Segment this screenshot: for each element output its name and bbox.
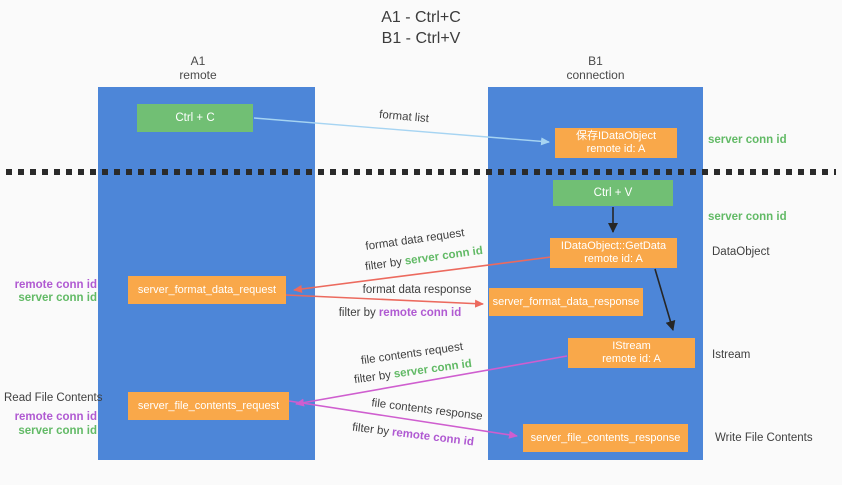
column-a1-subtitle: remote <box>179 68 217 82</box>
save-idataobject-line2: remote id: A <box>586 143 646 155</box>
write-file-contents-label: Write File Contents <box>715 432 813 444</box>
istream-line1: IStream <box>612 340 651 352</box>
server-conn-id-mid-label: server conn id <box>708 211 787 223</box>
ctrl-c-node: Ctrl + C <box>137 104 253 132</box>
save-idataobject-node: 保存IDataObject remote id: A <box>555 128 677 158</box>
server-conn-id-top-label: server conn id <box>708 134 787 146</box>
column-a1-title: A1 <box>190 54 206 68</box>
server-conn-id-left1-label: server conn id <box>18 292 97 304</box>
column-a1-header: A1 remote <box>98 54 298 82</box>
save-idataobject-line1: 保存IDataObject <box>575 130 657 142</box>
title-line-2: B1 - Ctrl+V <box>381 30 461 47</box>
getdata-line2: remote id: A <box>584 253 643 265</box>
server-format-data-request-label: server_format_data_request <box>137 283 277 296</box>
filter-by-text: filter by <box>351 421 390 439</box>
istream-node: IStream remote id: A <box>568 338 695 368</box>
remote-conn-id-text: remote conn id <box>378 307 462 319</box>
server-format-data-request-node: server_format_data_request <box>128 276 286 304</box>
server-file-contents-request-node: server_file_contents_request <box>128 392 289 420</box>
server-file-contents-request-label: server_file_contents_request <box>137 399 280 412</box>
getdata-line1: IDataObject::GetData <box>560 240 667 252</box>
server-format-data-response-node: server_format_data_response <box>489 288 643 316</box>
server-conn-id-text: server conn id <box>393 357 473 381</box>
remote-conn-id-text: remote conn id <box>391 426 475 449</box>
filter-by-text: filter by <box>353 369 392 387</box>
column-b1-header: B1 connection <box>488 54 703 82</box>
format-data-response-label: format data response <box>362 284 472 296</box>
filter-by-text: filter by <box>364 256 403 274</box>
server-conn-id-text: server conn id <box>404 244 484 268</box>
remote-conn-id-left1-label: remote conn id <box>14 279 97 291</box>
file-contents-response-label: file contents response <box>370 397 484 423</box>
read-file-contents-label: Read File Contents <box>4 392 103 404</box>
title-line-1: A1 - Ctrl+C <box>381 9 461 26</box>
istream-side-label: Istream <box>712 349 751 361</box>
istream-line2: remote id: A <box>602 353 661 365</box>
column-b1-subtitle: connection <box>566 68 625 82</box>
server-file-contents-response-node: server_file_contents_response <box>523 424 688 452</box>
ctrl-v-node: Ctrl + V <box>553 180 673 206</box>
format-list-label: format list <box>378 108 430 126</box>
arrow-format-data-response <box>285 294 484 308</box>
ctrl-v-label: Ctrl + V <box>593 186 633 199</box>
diagram-title: A1 - Ctrl+C B1 - Ctrl+V <box>0 7 842 49</box>
server-conn-id-left2-label: server conn id <box>18 425 97 437</box>
section-divider <box>6 169 836 175</box>
ctrl-c-label: Ctrl + C <box>175 111 215 124</box>
filter-by-text: filter by <box>338 307 376 319</box>
column-b1-title: B1 <box>588 54 603 68</box>
dataobject-label: DataObject <box>712 246 770 258</box>
server-format-data-response-label: server_format_data_response <box>492 295 640 308</box>
server-file-contents-response-label: server_file_contents_response <box>530 431 681 444</box>
getdata-node: IDataObject::GetData remote id: A <box>550 238 677 268</box>
remote-conn-id-left2-label: remote conn id <box>14 411 97 423</box>
